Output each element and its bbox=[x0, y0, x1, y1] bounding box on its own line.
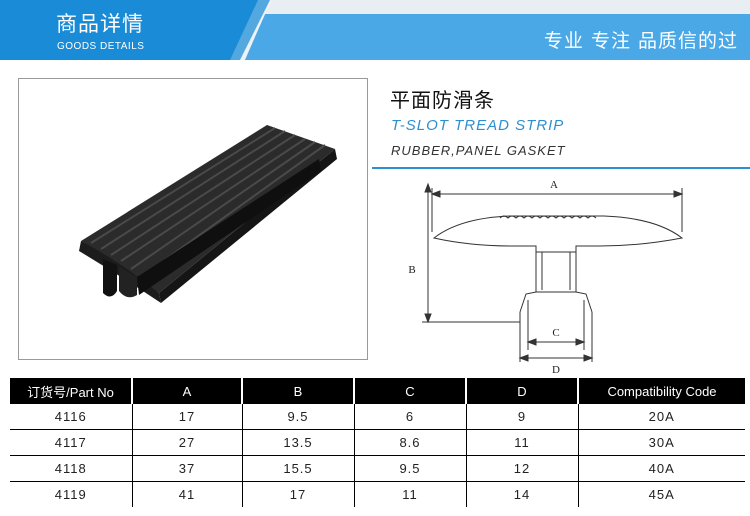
cell-d: 11 bbox=[466, 429, 579, 456]
cell-compat: 45A bbox=[648, 487, 675, 502]
dim-label-b: B bbox=[408, 264, 415, 276]
table-row: 4119 41 17 11 14 45A bbox=[10, 481, 745, 507]
banner-title: 商品详情 bbox=[56, 12, 144, 36]
header-banner: 商品详情 GOODS DETAILS 专业 专注 品质信的过 bbox=[0, 0, 750, 60]
cell-c: 11 bbox=[354, 481, 467, 507]
cell-c: 6 bbox=[354, 404, 467, 430]
cell-a: 27 bbox=[132, 429, 243, 456]
banner-slogan: 专业 专注 品质信的过 bbox=[543, 30, 738, 52]
cell-part-no: 4118 bbox=[10, 455, 133, 482]
section-divider bbox=[372, 167, 750, 169]
cell-part-no: 4117 bbox=[10, 429, 133, 456]
cell-b: 9.5 bbox=[242, 404, 355, 430]
tread-strip-image bbox=[79, 125, 337, 303]
header-a: A bbox=[132, 378, 243, 404]
table-row: 4118 37 15.5 9.5 12 40A bbox=[10, 455, 745, 482]
cell-d: 12 bbox=[466, 455, 579, 482]
dim-label-a: A bbox=[550, 179, 558, 191]
header-b: B bbox=[242, 378, 355, 404]
header-d: D bbox=[466, 378, 579, 404]
header-compat: Compatibility Code bbox=[578, 378, 745, 404]
cell-d: 14 bbox=[466, 481, 579, 507]
header-c: C bbox=[354, 378, 467, 404]
cell-part-no: 4119 bbox=[10, 481, 133, 507]
cell-a: 37 bbox=[132, 455, 243, 482]
dim-label-c: C bbox=[552, 327, 559, 339]
cell-a: 41 bbox=[132, 481, 243, 507]
table-header-row: 订货号/Part No A B C D Compatibility Code bbox=[10, 378, 745, 404]
header-part-no: 订货号/Part No bbox=[10, 378, 133, 404]
product-material: RUBBER,PANEL GASKET bbox=[391, 143, 566, 158]
cell-compat: 30A bbox=[578, 429, 745, 456]
cell-b: 13.5 bbox=[242, 429, 355, 456]
product-photo bbox=[18, 78, 368, 360]
cell-b: 15.5 bbox=[242, 455, 355, 482]
cell-a: 17 bbox=[132, 404, 243, 430]
cell-b: 17 bbox=[242, 481, 355, 507]
product-name-en: T-SLOT TREAD STRIP bbox=[391, 117, 565, 134]
spec-table: 订货号/Part No A B C D Compatibility Code 4… bbox=[10, 378, 745, 507]
dim-label-d: D bbox=[552, 364, 560, 376]
cell-c: 8.6 bbox=[354, 429, 467, 456]
product-name-cn: 平面防滑条 bbox=[390, 88, 495, 112]
banner-background bbox=[0, 0, 750, 60]
table-row: 4117 27 13.5 8.6 11 30A bbox=[10, 429, 745, 456]
dimension-drawing: A B C D bbox=[408, 179, 684, 376]
cell-compat: 20A bbox=[578, 404, 745, 430]
cell-compat: 40A bbox=[578, 455, 745, 482]
banner-subtitle: GOODS DETAILS bbox=[57, 41, 145, 52]
cell-d: 9 bbox=[466, 404, 579, 430]
table-row: 4116 17 9.5 6 9 20A bbox=[10, 404, 745, 430]
cell-part-no: 4116 bbox=[10, 404, 133, 430]
cell-c: 9.5 bbox=[354, 455, 467, 482]
